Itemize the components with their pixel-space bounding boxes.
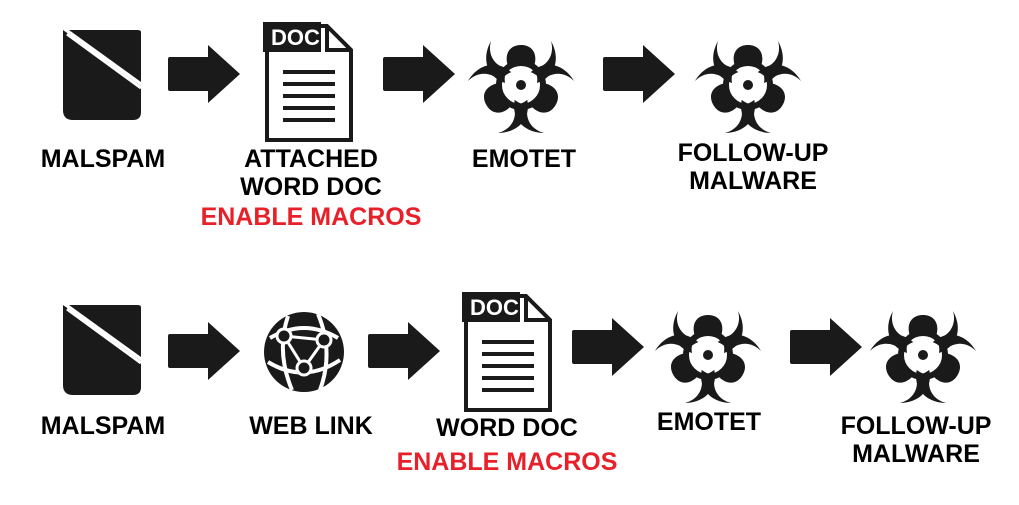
row1-attached-text: ATTACHED	[244, 145, 378, 173]
row2-web-globe-icon	[262, 310, 346, 394]
row2-malware-text: MALWARE	[852, 440, 980, 468]
row2-weblink-text: WEB LINK	[249, 412, 373, 440]
row1-followup-text: FOLLOW-UP	[677, 139, 829, 167]
row1-emotet-text: EMOTET	[471, 145, 577, 173]
row2-weblink-label: WEB LINK	[249, 412, 373, 440]
row2-followup-text: FOLLOW-UP	[840, 412, 992, 440]
row1-followup-label: FOLLOW-UP MALWARE	[678, 139, 829, 195]
row2-arrow-2-icon	[368, 322, 440, 380]
row2-followup-label: FOLLOW-UP MALWARE	[841, 412, 992, 468]
row2-malspam-label: MALSPAM	[41, 412, 166, 440]
row1-email-envelope-icon	[63, 30, 142, 120]
row1-arrow-1-icon	[168, 45, 240, 103]
row1-malware-text: MALWARE	[689, 167, 817, 195]
row2-emotet-biohazard-icon	[652, 311, 763, 407]
row1-malspam-label: MALSPAM	[41, 145, 166, 173]
row1-emotet-biohazard-icon	[465, 41, 576, 137]
row2-word-doc-text: WORD DOC	[436, 414, 578, 442]
row1-arrow-3-icon	[603, 45, 675, 103]
row1-malspam-text: MALSPAM	[40, 145, 166, 173]
row1-emotet-label: EMOTET	[472, 145, 576, 173]
row2-arrow-1-icon	[168, 322, 240, 380]
row2-emotet-label: EMOTET	[657, 408, 761, 436]
row2-followup-biohazard-icon	[867, 311, 978, 407]
row1-word-doc-text: WORD DOC	[240, 173, 382, 201]
row1-attached-doc-label: ATTACHED WORD DOC ENABLE MACROS	[201, 145, 422, 231]
row2-word-doc-label: WORD DOC ENABLE MACROS	[397, 414, 618, 476]
row2-emotet-text: EMOTET	[656, 408, 762, 436]
row2-enable-macros-warning: ENABLE MACROS	[396, 448, 618, 476]
row2-arrow-3-icon	[572, 318, 644, 376]
row2-arrow-4-icon	[790, 318, 862, 376]
row2-doc-badge: DOC	[470, 295, 519, 320]
row2-email-envelope-icon	[63, 305, 142, 395]
row1-enable-macros-warning: ENABLE MACROS	[200, 203, 422, 231]
row2-malspam-text: MALSPAM	[40, 412, 166, 440]
row1-arrow-2-icon	[383, 45, 455, 103]
row1-doc-badge: DOC	[271, 25, 320, 50]
row1-followup-biohazard-icon	[692, 41, 803, 137]
